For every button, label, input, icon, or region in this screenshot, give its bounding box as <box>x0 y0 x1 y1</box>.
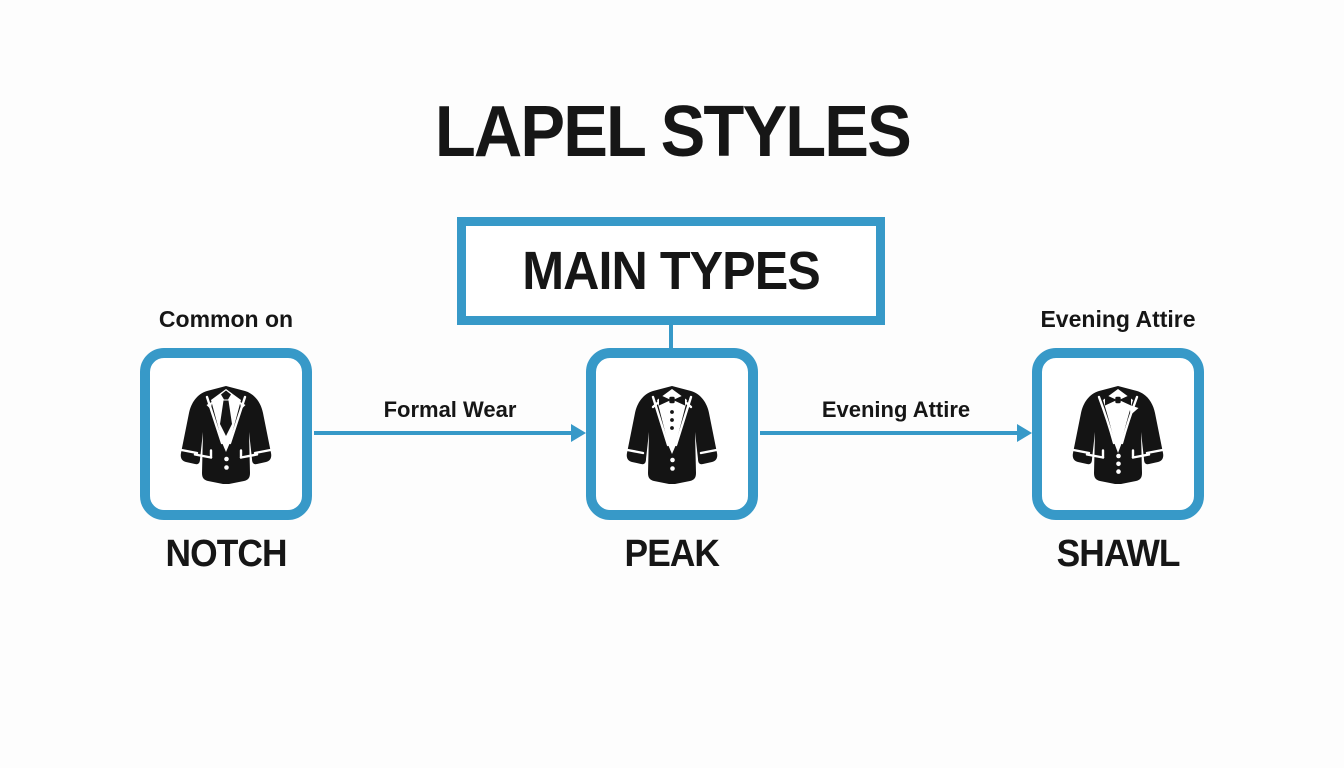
arrow-notch-to-peak <box>314 431 572 435</box>
main-types-box: MAIN TYPES <box>457 217 885 325</box>
node-label-peak: PEAK <box>624 533 720 575</box>
main-types-label: MAIN TYPES <box>522 241 821 301</box>
edge-label-evening-attire: Evening Attire <box>821 397 971 422</box>
tuxedo-bowtie-pocket-square-icon <box>1072 386 1164 484</box>
arrowhead-right-icon <box>1017 424 1032 442</box>
notch-caption: Common on <box>158 306 294 332</box>
shawl-caption: Evening Attire <box>1040 306 1196 332</box>
node-box-shawl <box>1032 348 1204 520</box>
node-box-notch <box>140 348 312 520</box>
page-title-text: LAPEL STYLES <box>434 92 911 172</box>
suit-jacket-necktie-icon <box>180 386 272 484</box>
node-label-notch: NOTCH <box>165 533 287 575</box>
page-title: LAPEL STYLES <box>0 96 1344 168</box>
node-box-peak <box>586 348 758 520</box>
arrowhead-right-icon <box>571 424 586 442</box>
node-label-shawl: SHAWL <box>1056 533 1181 575</box>
tuxedo-bowtie-icon <box>626 386 718 484</box>
connector-main-to-peak <box>669 325 673 349</box>
arrow-peak-to-shawl <box>760 431 1018 435</box>
edge-label-formal-wear: Formal Wear <box>383 397 517 422</box>
